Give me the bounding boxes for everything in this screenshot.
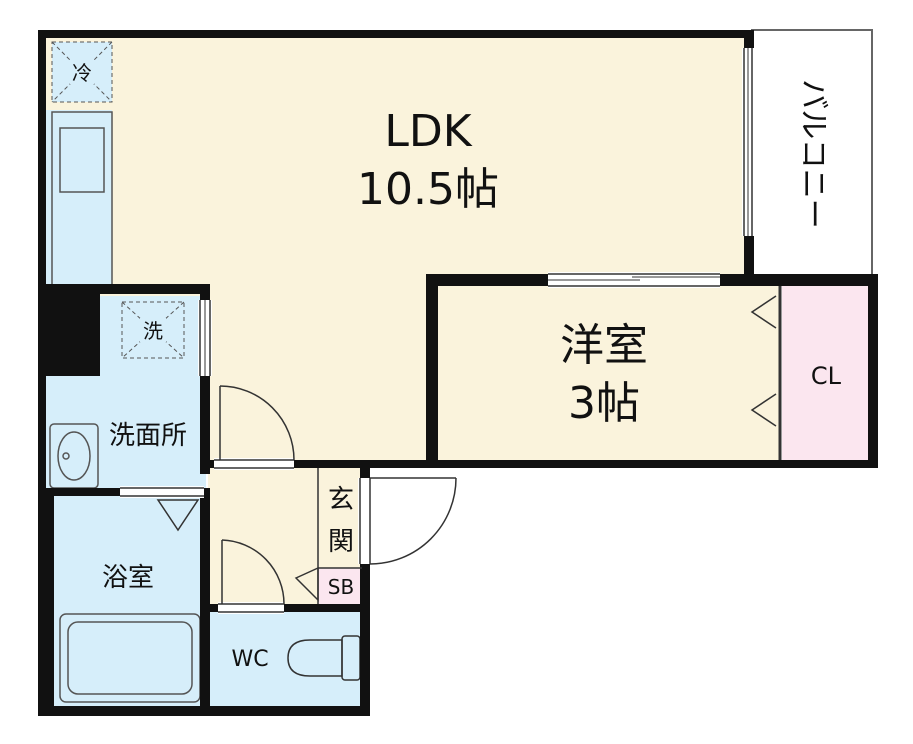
washer-label-bg [140, 318, 166, 342]
entrance-name-group: 玄 関 [328, 485, 354, 557]
washroom-name: 洗面所 [109, 421, 187, 451]
shoebox-name: SB [328, 575, 354, 599]
toilet-floor [210, 610, 364, 706]
western-room-name: 洋室 [560, 320, 648, 371]
kitchen-counter [46, 110, 112, 285]
western-room-size: 3帖 [568, 378, 640, 429]
balcony [751, 29, 873, 279]
closet-door-marker-top [750, 295, 777, 329]
bath-name: 浴室 [102, 563, 154, 593]
entrance-name-1: 玄 [328, 485, 354, 515]
fridge-label-bg [70, 60, 94, 84]
front-door-swing [358, 477, 457, 565]
fridge-label: 冷 [72, 61, 92, 85]
ldk-name: LDK [384, 106, 472, 157]
bath-door-marker [156, 499, 200, 532]
closet-name: CL [811, 362, 842, 390]
ldk-door-swing [214, 385, 295, 470]
western-room-floor [432, 283, 780, 461]
ldk-size: 10.5帖 [357, 164, 499, 215]
washroom-sliding-door [198, 300, 212, 376]
western-room-sliding-door [548, 272, 720, 288]
entrance-name-2: 関 [328, 527, 354, 557]
bath-floor [54, 496, 206, 708]
balcony-name: バルコニー [796, 79, 831, 228]
balcony-window [742, 48, 754, 236]
washer-label: 洗 [143, 319, 163, 343]
closet-floor [782, 285, 870, 461]
closet-door-marker-bottom [750, 393, 777, 427]
bath-door-opening [120, 486, 204, 498]
shoebox-floor [318, 568, 364, 604]
toilet-door-swing [218, 539, 285, 614]
toilet-name: WC [231, 647, 268, 672]
